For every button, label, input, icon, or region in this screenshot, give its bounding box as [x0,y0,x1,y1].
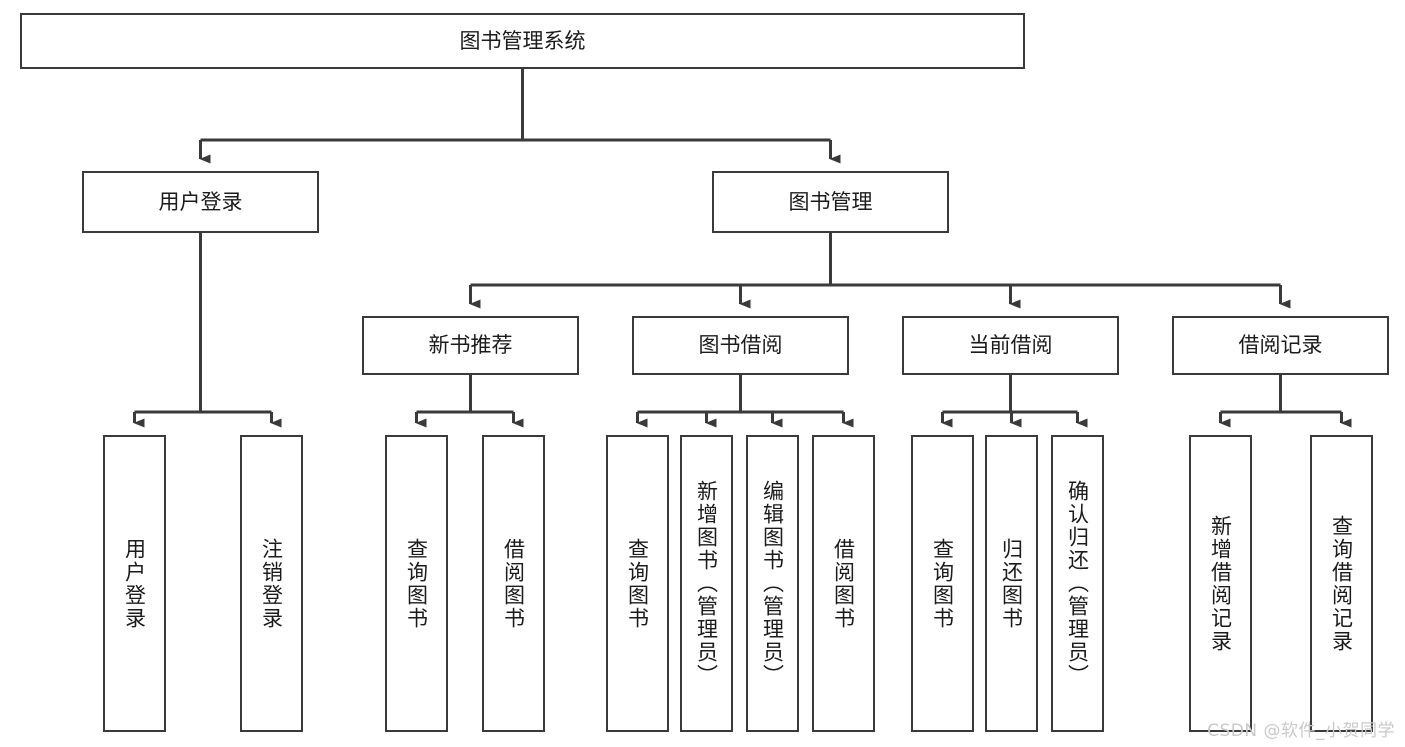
node-label: 查询图书 [930,537,955,630]
node-label: 图书借阅 [698,333,783,358]
node-label: 新增图书（管理员） [694,480,719,687]
node-leaf-add-borrow-record[interactable]: 新增借阅记录 [1189,435,1252,732]
node-book-borrow[interactable]: 图书借阅 [632,316,849,375]
node-leaf-query-borrow-record[interactable]: 查询借阅记录 [1310,435,1373,732]
node-leaf-edit-book-admin[interactable]: 编辑图书（管理员） [746,435,799,732]
node-label: 确认归还（管理员） [1065,480,1090,687]
node-label: 借阅图书 [501,537,526,630]
node-label: 查询图书 [404,537,429,630]
node-leaf-query-book-1[interactable]: 查询图书 [385,435,448,732]
node-label: 用户登录 [158,189,243,214]
node-label: 借阅图书 [831,537,856,630]
node-root[interactable]: 图书管理系统 [20,13,1025,69]
node-leaf-confirm-return-admin[interactable]: 确认归还（管理员） [1051,435,1104,732]
node-label: 新书推荐 [428,333,513,358]
node-book-management[interactable]: 图书管理 [712,171,949,233]
node-label: 图书管理 [788,189,873,214]
node-label: 查询借阅记录 [1329,514,1354,653]
node-label: 编辑图书（管理员） [760,480,785,687]
node-label: 借阅记录 [1238,333,1323,358]
node-current-borrow[interactable]: 当前借阅 [902,316,1119,375]
node-leaf-query-book-2[interactable]: 查询图书 [606,435,669,732]
node-label: 用户登录 [122,537,147,630]
node-leaf-borrow-book-2[interactable]: 借阅图书 [812,435,875,732]
node-leaf-user-login[interactable]: 用户登录 [103,435,166,732]
node-label: 图书管理系统 [459,28,586,53]
watermark-text: CSDN @软件_小贺同学 [1207,721,1395,741]
node-new-book-recommend[interactable]: 新书推荐 [362,316,579,375]
node-label: 新增借阅记录 [1208,514,1233,653]
node-leaf-borrow-book-1[interactable]: 借阅图书 [482,435,545,732]
node-label: 归还图书 [999,537,1024,630]
node-leaf-add-book-admin[interactable]: 新增图书（管理员） [680,435,733,732]
node-label: 当前借阅 [968,333,1053,358]
node-borrow-record[interactable]: 借阅记录 [1172,316,1389,375]
node-leaf-user-logout[interactable]: 注销登录 [240,435,303,732]
node-label: 注销登录 [259,537,284,630]
node-leaf-return-book[interactable]: 归还图书 [985,435,1038,732]
node-user-login[interactable]: 用户登录 [82,171,319,233]
node-leaf-query-book-3[interactable]: 查询图书 [911,435,974,732]
node-label: 查询图书 [625,537,650,630]
